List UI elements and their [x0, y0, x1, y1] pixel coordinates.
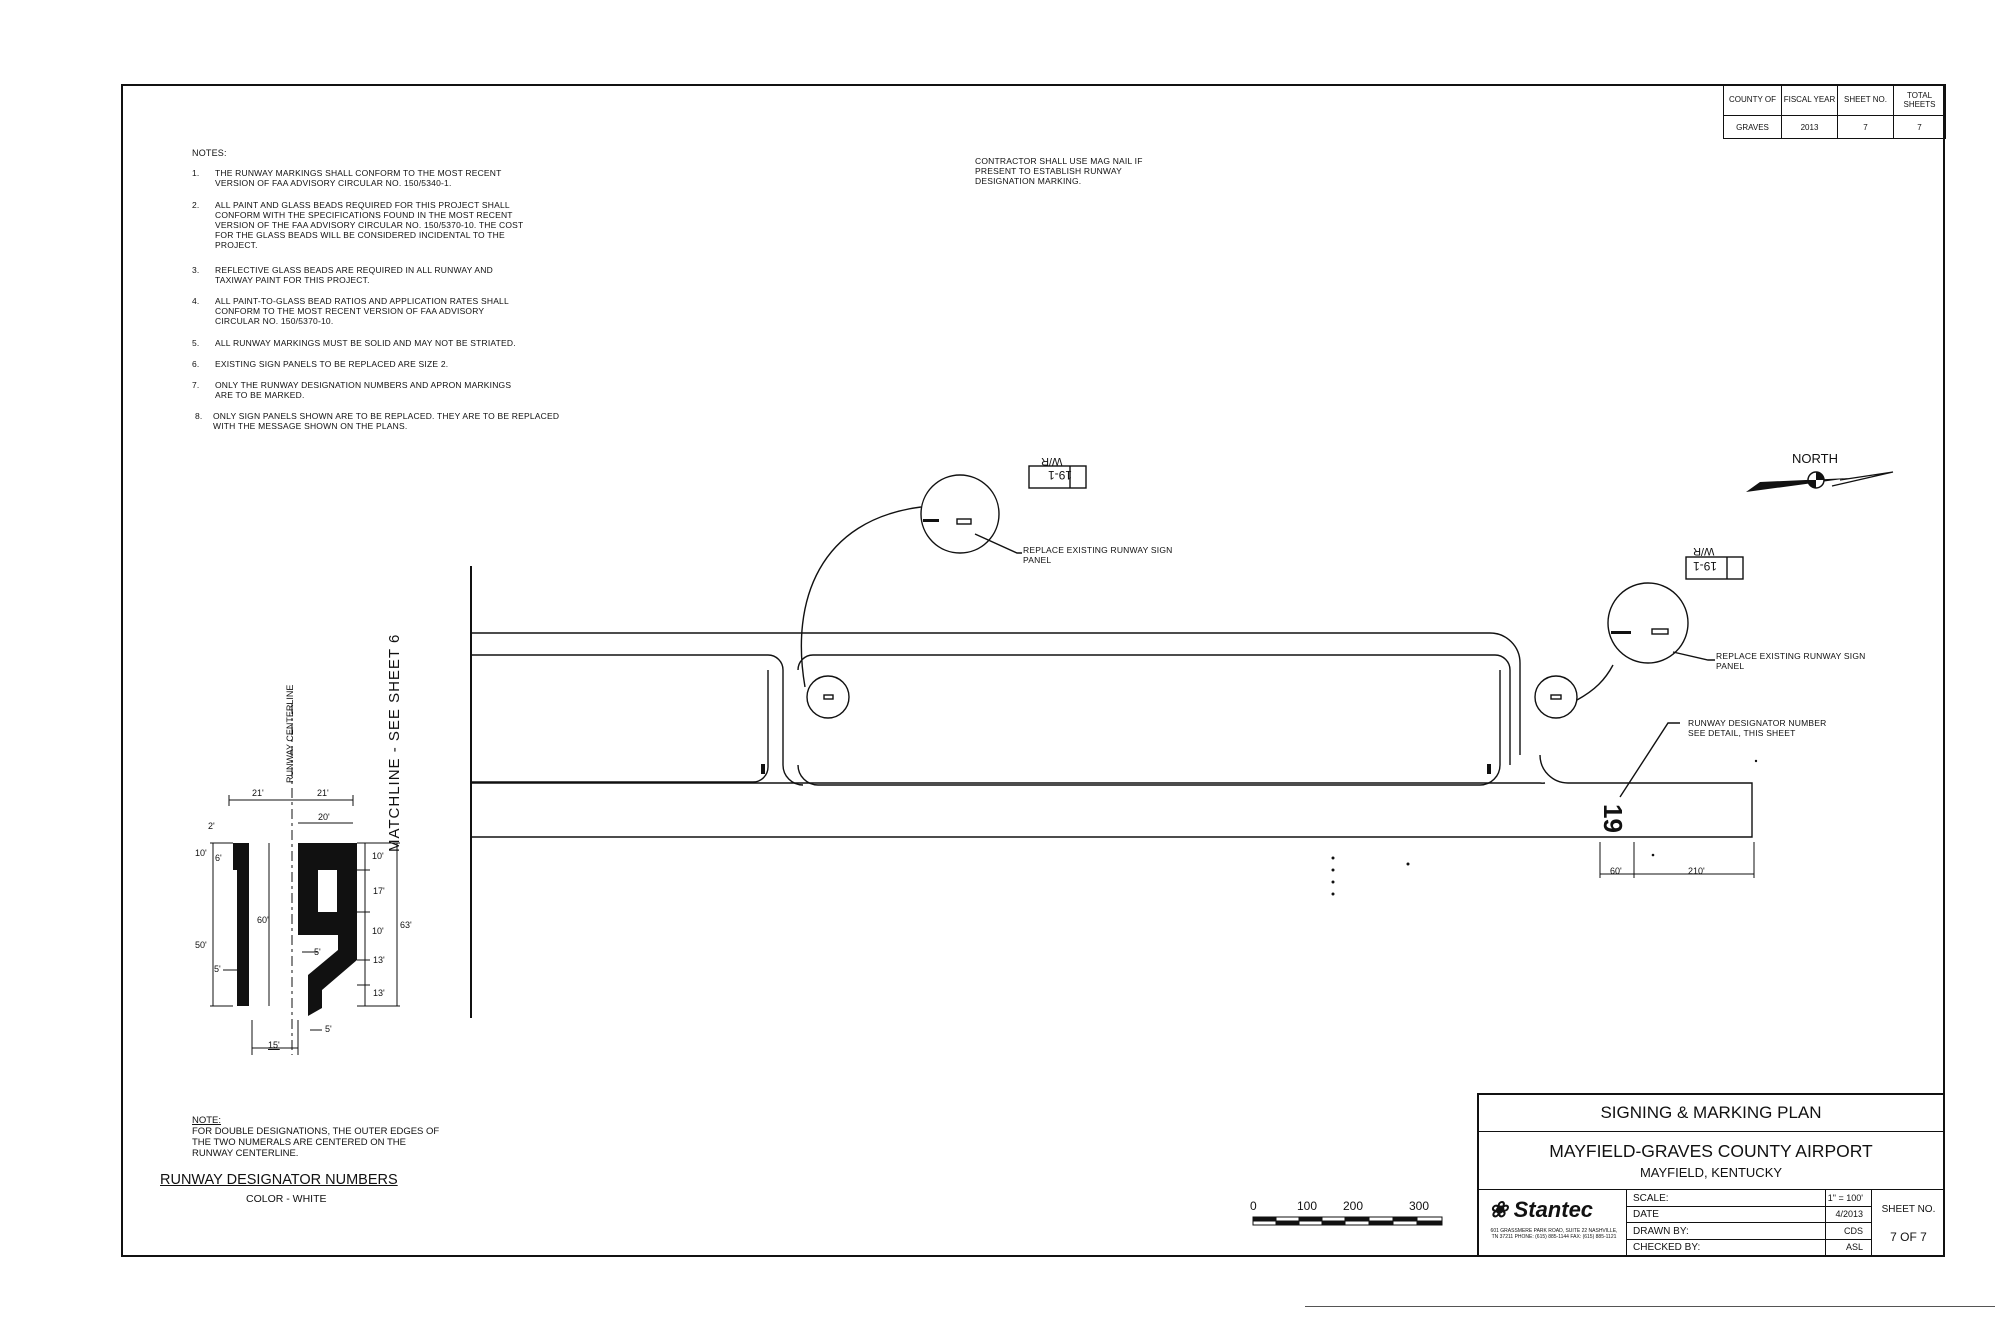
project-name: MAYFIELD-GRAVES COUNTY AIRPORT	[1549, 1141, 1873, 1161]
dim-20: 20'	[318, 812, 330, 822]
checked-by-label: CHECKED BY:	[1633, 1242, 1701, 1253]
callout-replace-sign-2: REPLACE EXISTING RUNWAY SIGN PANEL	[1716, 651, 1866, 671]
header-val-total-sheets: 7	[1894, 116, 1946, 139]
contractor-note: CONTRACTOR SHALL USE MAG NAIL IF PRESENT…	[975, 156, 1143, 186]
sheet-no-value: 7 OF 7	[1890, 1230, 1927, 1244]
dim-5-lower: 5'	[325, 1024, 332, 1034]
dim-21-left: 21'	[252, 788, 264, 798]
dim-60-detail: 60'	[257, 915, 269, 925]
dim-5-mid: 5'	[314, 947, 321, 957]
taxiway-top-edge	[471, 632, 1521, 755]
scan-artifact-line	[1305, 1306, 1995, 1307]
title-block: SIGNING & MARKING PLAN MAYFIELD-GRAVES C…	[1477, 1093, 1945, 1257]
scale-value: 1" = 100'	[1827, 1193, 1863, 1203]
runway-number-marking: 19	[1597, 804, 1628, 833]
header-val-fiscal-year: 2013	[1782, 116, 1838, 139]
sheet-no-label: SHEET NO.	[1881, 1204, 1936, 1215]
drawn-by-label: DRAWN BY:	[1633, 1226, 1689, 1237]
dim-60: 60'	[1610, 866, 1622, 876]
detail-note-text: FOR DOUBLE DESIGNATIONS, THE OUTER EDGES…	[192, 1126, 440, 1159]
sign-detail-circle-1	[920, 474, 1000, 554]
runway-centerline-label: RUNWAY CENTERLINE	[285, 684, 295, 783]
notes-title: NOTES:	[192, 148, 227, 158]
sign-detail-circle-2	[1607, 582, 1689, 664]
stantec-logo-icon: ❀	[1489, 1197, 1508, 1222]
dim-15: 15'	[268, 1040, 280, 1050]
scale-bar	[1252, 1216, 1443, 1226]
header-col-county: COUNTY OF	[1724, 84, 1782, 116]
leader-arc	[1576, 664, 1614, 701]
sign-location-circle	[806, 675, 850, 719]
scale-label-200: 200	[1343, 1199, 1364, 1213]
matchline-label: MATCHLINE - SEE SHEET 6	[386, 633, 403, 852]
header-col-total-sheets: TOTAL SHEETS	[1894, 84, 1946, 116]
dim-21-right: 21'	[317, 788, 329, 798]
sheet-header-table: COUNTY OF FISCAL YEAR SHEET NO. TOTAL SH…	[1723, 84, 1946, 139]
sheet-title: SIGNING & MARKING PLAN	[1479, 1095, 1943, 1132]
runway-edge	[471, 754, 1753, 838]
north-label: NORTH	[1792, 451, 1838, 466]
sign-panel-label-1: W/R	[1041, 455, 1063, 467]
dim-63: 63'	[400, 920, 412, 930]
dim-13-lower: 13'	[373, 988, 385, 998]
callout-replace-sign-1: REPLACE EXISTING RUNWAY SIGN PANEL	[1023, 545, 1173, 565]
scale-label-300: 300	[1409, 1199, 1430, 1213]
dim-210: 210'	[1688, 866, 1705, 876]
project-location: MAYFIELD, KENTUCKY	[1639, 1165, 1783, 1180]
runway-numeral-detail	[210, 704, 400, 1055]
sheet-number-box: SHEET NO. 7 OF 7	[1871, 1190, 1945, 1257]
scale-label: SCALE:	[1633, 1193, 1669, 1204]
dim-10-top: 10'	[372, 851, 384, 861]
dim-6: 6'	[215, 853, 222, 863]
firm-logo-area: ❀ Stantec 601 GRASSMERE PARK ROAD, SUITE…	[1479, 1190, 1627, 1257]
drawing-info-table: SCALE: 1" = 100' DATE 4/2013 DRAWN BY: C…	[1627, 1190, 1871, 1257]
dim-2: 2'	[208, 821, 215, 831]
detail-note-title: NOTE:	[192, 1115, 222, 1126]
numeral-one	[233, 843, 249, 1006]
sign-panel-text-2: 19-1	[1693, 559, 1718, 573]
header-col-sheet-no: SHEET NO.	[1838, 84, 1894, 116]
north-arrow-icon	[1746, 471, 1894, 492]
date-label: DATE	[1633, 1209, 1659, 1220]
sign-panel-2	[1685, 556, 1744, 580]
header-col-fiscal-year: FISCAL YEAR	[1782, 84, 1838, 116]
callout-designator-number: RUNWAY DESIGNATOR NUMBER SEE DETAIL, THI…	[1688, 718, 1827, 738]
dim-50: 50'	[195, 940, 207, 950]
dim-13-upper: 13'	[373, 955, 385, 965]
detail-subtitle: COLOR - WHITE	[246, 1193, 327, 1205]
sign-location-circle	[1534, 675, 1578, 719]
taxiway-lower-edge-2	[797, 654, 1511, 765]
numeral-nine	[298, 843, 357, 1016]
scale-label-100: 100	[1297, 1199, 1318, 1213]
leader-arc	[800, 506, 922, 688]
firm-address: 601 GRASSMERE PARK ROAD, SUITE 22 NASHVI…	[1490, 1228, 1618, 1240]
general-notes: NOTES: 1.THE RUNWAY MARKINGS SHALL CONFO…	[192, 148, 622, 448]
dim-10-left: 10'	[195, 848, 207, 858]
sign-panel-label-2: W/R	[1693, 545, 1715, 557]
detail-title: RUNWAY DESIGNATOR NUMBERS	[160, 1172, 398, 1188]
firm-name: Stantec	[1513, 1197, 1594, 1222]
header-val-sheet-no: 7	[1838, 116, 1894, 139]
header-val-county: GRAVES	[1724, 116, 1782, 139]
sign-panel-text-1: 19-1	[1048, 468, 1073, 482]
dim-17: 17'	[373, 886, 385, 896]
dim-10-mid: 10'	[372, 926, 384, 936]
checked-by-value: ASL	[1845, 1242, 1863, 1252]
scale-label-0: 0	[1250, 1199, 1257, 1213]
taxiway-lower-edge-1	[471, 654, 784, 765]
sign-panel-1	[1028, 465, 1087, 489]
drawn-by-value: CDS	[1843, 1226, 1863, 1236]
drawing-border	[121, 84, 1945, 1257]
dim-5-left: 5'	[214, 964, 221, 974]
date-value: 4/2013	[1835, 1209, 1863, 1219]
